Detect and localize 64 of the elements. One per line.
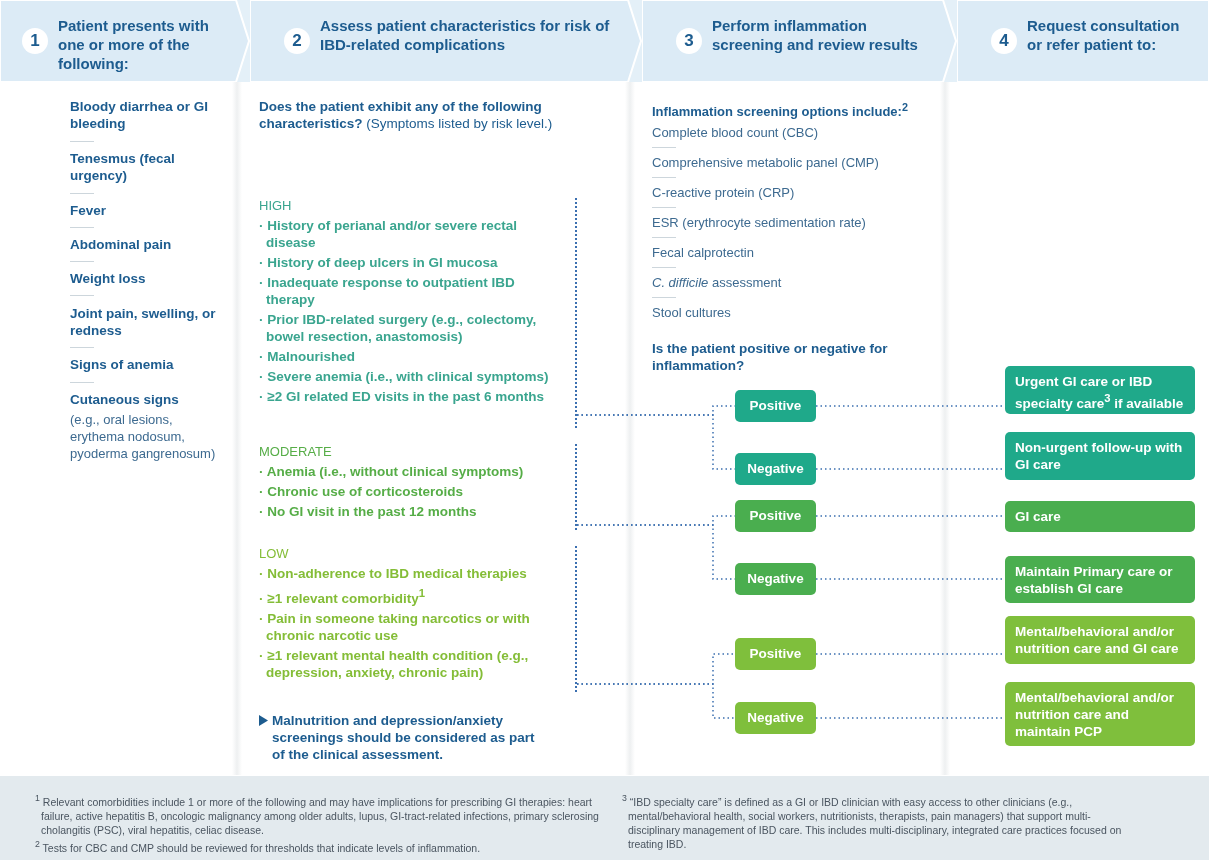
symptom-text: Fever bbox=[70, 202, 108, 219]
step-header-banner bbox=[957, 0, 1209, 82]
step-title: Patient presents with one or more of the following: bbox=[58, 16, 210, 73]
risk-factor-text: · Inadequate response to outpatient IBD therapy bbox=[259, 274, 516, 308]
symptom-text: Tenesmus (fecal urgency) bbox=[70, 150, 176, 184]
symptom-text: Weight loss bbox=[70, 270, 147, 287]
test-option-text: ESR (erythrocyte sedimentation rate) bbox=[652, 214, 867, 231]
note-text: Malnutrition and depression/anxiety screenings should be considered as part of the clinical assessment. bbox=[272, 712, 536, 763]
step-header-banner bbox=[0, 0, 250, 82]
symptom-text: Joint pain, swelling, or redness bbox=[70, 305, 217, 339]
referral-box: Urgent GI care or IBD specialty care$^{3}$ if available bbox=[1005, 366, 1195, 414]
result-box: Negative bbox=[735, 563, 816, 595]
section-heading: Inflammation screening options include:$^{2}$ bbox=[652, 100, 909, 121]
risk-factor-text: · ≥1 relevant comorbidity$^{1}$ bbox=[259, 586, 425, 607]
risk-level-label: MODERATE bbox=[259, 444, 332, 460]
test-option-text: Stool cultures bbox=[652, 304, 732, 321]
step-title: Assess patient characteristics for risk of IBD-related complications bbox=[320, 16, 611, 54]
risk-factor-text: · History of deep ulcers in GI mucosa bbox=[259, 254, 498, 271]
test-option-text: Complete blood count (CBC) bbox=[652, 124, 820, 141]
symptom-text: Abdominal pain bbox=[70, 236, 173, 253]
footnote-text: $^{1}$ Relevant comorbidities include 1 or more of the following and may have implications for prescribing GI therapies: heart failure, active hepatitis B, oncologic malignancy among older adults, lupus, GI-tract-related infections, primary sclerosing cholangitis (PSC), viral hepatitis, celiac disease. bbox=[35, 792, 600, 837]
risk-factor-text: · No GI visit in the past 12 months bbox=[259, 503, 477, 520]
referral-box: Maintain Primary care or establish GI care bbox=[1005, 556, 1195, 603]
referral-box: GI care bbox=[1005, 501, 1195, 532]
symptom-text: Bloody diarrhea or GI bleeding bbox=[70, 98, 210, 132]
risk-factor-text: · Non-adherence to IBD medical therapies bbox=[259, 565, 527, 582]
step-header-banner bbox=[642, 0, 957, 82]
risk-factor-text: · Anemia (i.e., without clinical symptoms) bbox=[259, 463, 524, 480]
risk-level-label: HIGH bbox=[259, 198, 292, 214]
result-box: Positive bbox=[735, 500, 816, 532]
risk-factor-text: · ≥2 GI related ED visits in the past 6 months bbox=[259, 388, 544, 405]
risk-group-bracket bbox=[259, 198, 577, 428]
risk-group-bracket bbox=[259, 444, 577, 530]
risk-factor-text: · Severe anemia (i.e., with clinical symptoms) bbox=[259, 368, 549, 385]
risk-group-bracket bbox=[259, 546, 577, 692]
result-box: Positive bbox=[735, 390, 816, 422]
test-option-text: Comprehensive metabolic panel (CMP) bbox=[652, 154, 880, 171]
question-text: Is the patient positive or negative for inflammation? bbox=[652, 340, 889, 374]
result-box: Negative bbox=[735, 702, 816, 734]
risk-factor-text: · Chronic use of corticosteroids bbox=[259, 483, 464, 500]
step-header-banner bbox=[250, 0, 642, 82]
risk-factor-text: · Malnourished bbox=[259, 348, 355, 365]
referral-box: Non-urgent follow-up with GI care bbox=[1005, 432, 1195, 480]
question-text: Does the patient exhibit any of the following characteristics? (Symptoms listed by risk level.) bbox=[259, 98, 554, 132]
test-option-text: Fecal calprotectin bbox=[652, 244, 755, 261]
step-title: Perform inflammation screening and review results bbox=[712, 16, 919, 54]
risk-level-label: LOW bbox=[259, 546, 289, 562]
risk-factor-text: · History of perianal and/or severe rectal disease bbox=[259, 217, 519, 251]
footnote-text: $^{3}$ “IBD specialty care” is defined as a GI or IBD clinician with easy access to other clinicians (e.g., mental/behavioral health, social workers, nutritionists, therapists, pain managers) that support multi-disciplinary management of IBD care. This includes multi-disciplinary, integrated care practices focused on treating IBD. bbox=[622, 792, 1123, 851]
footnote-text: $^{2}$ Tests for CBC and CMP should be reviewed for thresholds that indicate levels of inflammation. bbox=[35, 838, 482, 855]
test-option-text: C. difficile assessment bbox=[652, 274, 783, 291]
symptom-detail-text: (e.g., oral lesions, erythema nodosum, pyoderma gangrenosum) bbox=[70, 411, 217, 462]
risk-factor-text: · Prior IBD-related surgery (e.g., colectomy, bowel resection, anastomosis) bbox=[259, 311, 538, 345]
result-box: Negative bbox=[735, 453, 816, 485]
symptom-text: Cutaneous signs bbox=[70, 391, 180, 408]
risk-factor-text: · ≥1 relevant mental health condition (e.g., depression, anxiety, chronic pain) bbox=[259, 646, 530, 681]
referral-box: Mental/behavioral and/or nutrition care and GI care bbox=[1005, 616, 1195, 664]
risk-factor-text: · Pain in someone taking narcotics or with chronic narcotic use bbox=[259, 609, 531, 644]
result-box: Positive bbox=[735, 638, 816, 670]
test-option-text: C-reactive protein (CRP) bbox=[652, 184, 796, 201]
step-title: Request consultation or refer patient to: bbox=[1027, 16, 1181, 54]
referral-box: Mental/behavioral and/or nutrition care and maintain PCP bbox=[1005, 682, 1195, 746]
symptom-text: Signs of anemia bbox=[70, 356, 175, 373]
dotted-connector bbox=[576, 683, 736, 719]
